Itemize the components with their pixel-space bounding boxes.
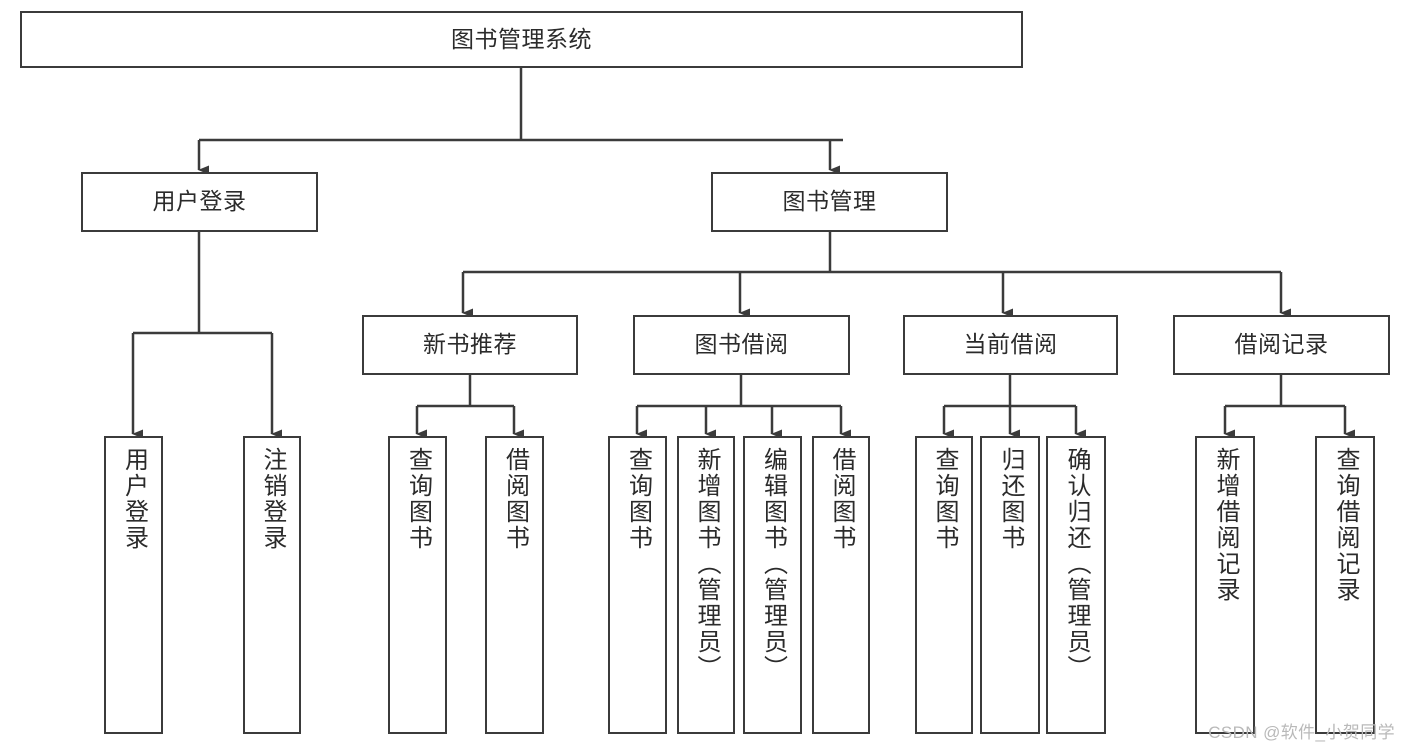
leaf-query-book-recommend-label: 查询图书: [404, 447, 432, 551]
leaf-borrow-book-recommend-label: 借阅图书: [501, 447, 529, 551]
leaf-query-book-recommend[interactable]: 查询图书: [388, 436, 447, 734]
node-user-login[interactable]: 用户登录: [81, 172, 318, 232]
leaf-query-book-current-label: 查询图书: [931, 447, 958, 551]
leaf-query-book-borrow-label: 查询图书: [624, 447, 652, 551]
leaf-borrow-book[interactable]: 借阅图书: [812, 436, 870, 734]
leaf-confirm-return-admin[interactable]: 确认归还（管理员）: [1046, 436, 1106, 734]
leaf-add-borrow-record-label: 新增借阅记录: [1212, 447, 1239, 603]
node-new-book-recommend[interactable]: 新书推荐: [362, 315, 578, 375]
leaf-confirm-return-admin-label: 确认归还（管理员）: [1063, 447, 1090, 681]
leaf-return-book[interactable]: 归还图书: [980, 436, 1040, 734]
leaf-query-book-current[interactable]: 查询图书: [915, 436, 973, 734]
leaf-user-login[interactable]: 用户登录: [104, 436, 163, 734]
leaf-add-book-admin-label: 新增图书（管理员）: [693, 447, 720, 681]
leaf-edit-book-admin[interactable]: 编辑图书（管理员）: [743, 436, 802, 734]
leaf-user-login-label: 用户登录: [120, 447, 148, 551]
node-borrow-record-label: 借阅记录: [1234, 331, 1329, 358]
leaf-borrow-book-label: 借阅图书: [828, 447, 855, 551]
node-book-borrow-label: 图书借阅: [694, 331, 789, 358]
node-current-borrow[interactable]: 当前借阅: [903, 315, 1118, 375]
leaf-user-logout-label: 注销登录: [259, 447, 286, 551]
node-book-management[interactable]: 图书管理: [711, 172, 948, 232]
node-root-label: 图书管理系统: [451, 25, 592, 52]
leaf-borrow-book-recommend[interactable]: 借阅图书: [485, 436, 544, 734]
node-borrow-record[interactable]: 借阅记录: [1173, 315, 1390, 375]
leaf-add-borrow-record[interactable]: 新增借阅记录: [1195, 436, 1255, 734]
node-root[interactable]: 图书管理系统: [20, 11, 1023, 68]
node-book-borrow[interactable]: 图书借阅: [633, 315, 850, 375]
leaf-query-borrow-record[interactable]: 查询借阅记录: [1315, 436, 1375, 734]
leaf-return-book-label: 归还图书: [997, 447, 1024, 551]
node-current-borrow-label: 当前借阅: [963, 331, 1058, 358]
leaf-query-borrow-record-label: 查询借阅记录: [1332, 447, 1359, 603]
leaf-query-book-borrow[interactable]: 查询图书: [608, 436, 667, 734]
leaf-edit-book-admin-label: 编辑图书（管理员）: [759, 447, 787, 681]
node-book-management-label: 图书管理: [782, 188, 877, 215]
node-new-book-recommend-label: 新书推荐: [423, 331, 517, 358]
leaf-user-logout[interactable]: 注销登录: [243, 436, 301, 734]
leaf-add-book-admin[interactable]: 新增图书（管理员）: [677, 436, 735, 734]
node-user-login-label: 用户登录: [152, 188, 247, 215]
